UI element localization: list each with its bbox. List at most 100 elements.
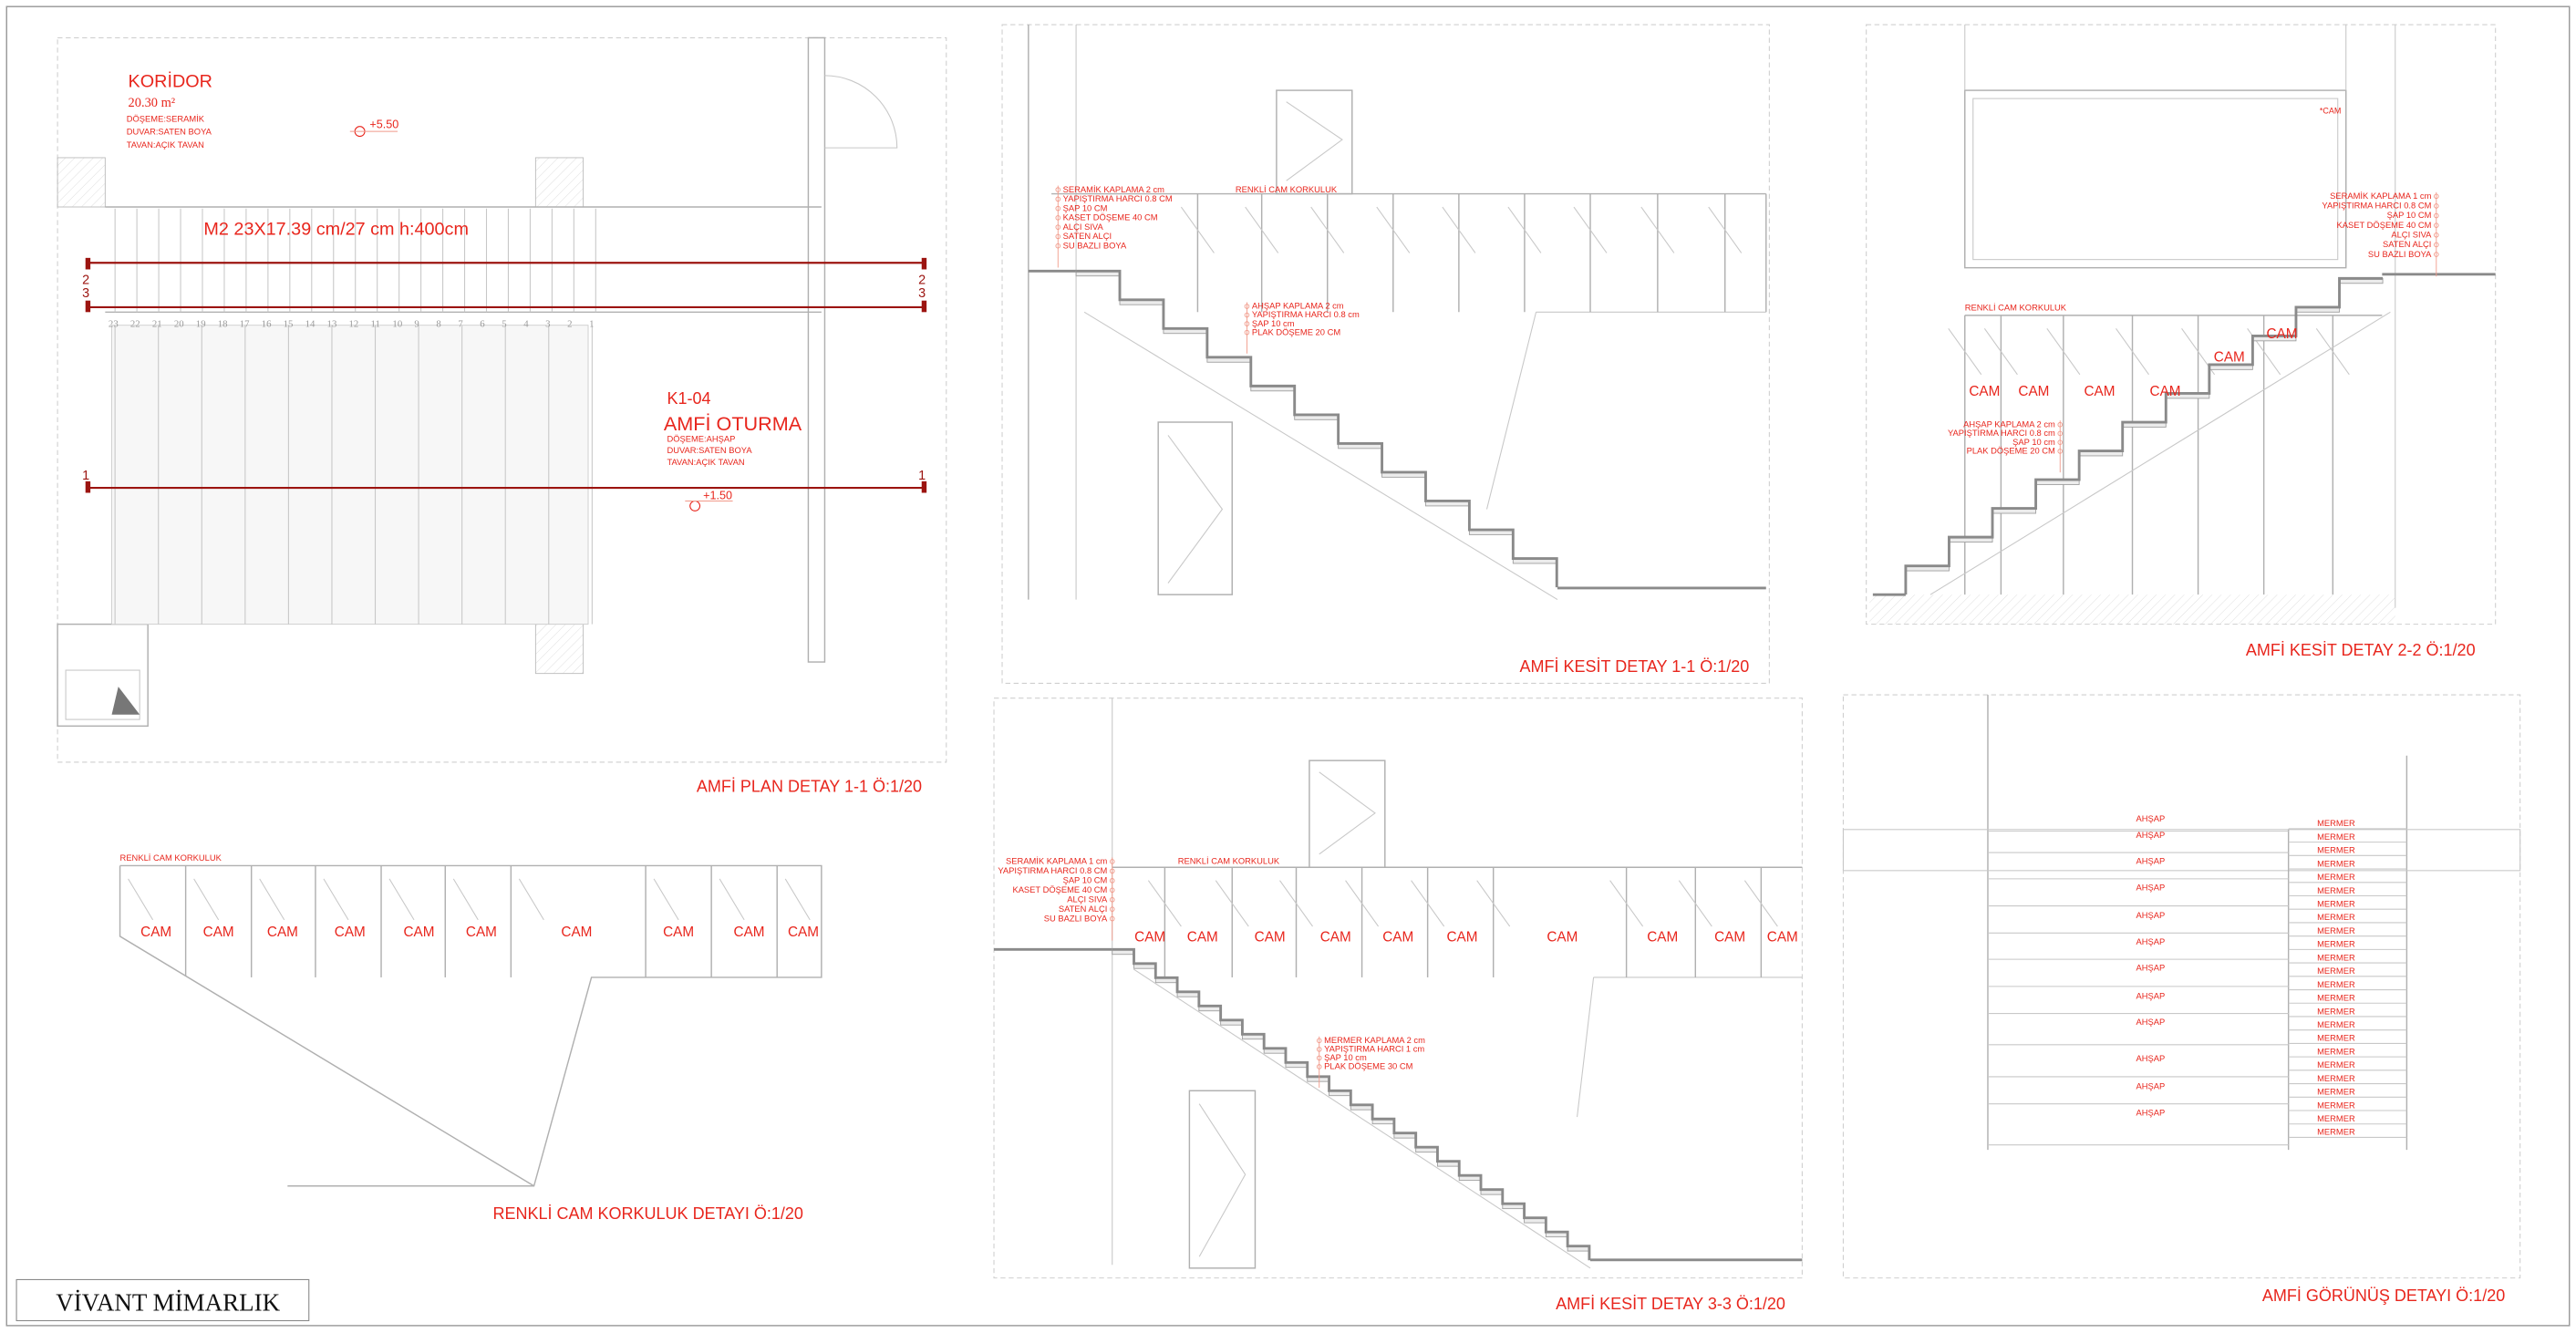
column (534, 624, 585, 675)
leader-dot-icon (1055, 196, 1061, 202)
material-layer-label: YAPIŞTIRMA HARCI 0.8 CM (998, 866, 1107, 875)
glass-reflection (1310, 206, 1345, 253)
material-layer-label: KASET DÖŞEME 40 CM (2337, 221, 2432, 230)
glass-reflection (653, 878, 679, 921)
marble-riser-label: MERMER (2317, 819, 2355, 828)
leader-dot-icon (1316, 1064, 1322, 1070)
glass-panel-label: CAM (1255, 929, 1286, 945)
wood-tread-label: AHŞAP (2136, 883, 2165, 892)
wall-right (807, 36, 826, 663)
elevation-viewport-frame (1842, 694, 2521, 1279)
glass-panel-label: CAM (1446, 929, 1477, 945)
material-layer-label: ŞAP 10 CM (1063, 876, 1108, 885)
glass-panel-label: CAM (466, 925, 497, 940)
wall-box (65, 669, 140, 720)
glass-reflection (1411, 880, 1445, 927)
wood-tread-label: AHŞAP (2136, 937, 2165, 946)
leader-dot-icon (1244, 329, 1250, 336)
glass-reflection (259, 878, 285, 921)
marble-riser-label: MERMER (2317, 900, 2355, 909)
step-number: 4 (523, 319, 529, 330)
glass-reflection (1345, 880, 1380, 927)
marble-riser-label: MERMER (2317, 1074, 2355, 1083)
leader-dot-icon (1109, 906, 1115, 912)
step-number: 13 (327, 319, 337, 330)
glass-panel-label: CAM (267, 925, 298, 940)
glass-reflection (2046, 328, 2081, 376)
marble-riser-label: MERMER (2317, 1100, 2355, 1110)
marble-riser-label: MERMER (2317, 1020, 2355, 1029)
section-mark-3: 3 (918, 286, 926, 301)
door-swing (824, 75, 898, 149)
marble-riser-label: MERMER (2317, 926, 2355, 935)
material-layer-label: SERAMİK KAPLAMA 1 cm (2330, 191, 2432, 201)
glass-panel-label: CAM (203, 925, 234, 940)
glass-reflection (719, 878, 745, 921)
glass-panel-label: CAM (1187, 929, 1218, 945)
wood-tread-label: AHŞAP (2136, 1018, 2165, 1027)
material-layer-label: ŞAP 10 cm (1252, 319, 1295, 328)
leader-dot-icon (2434, 232, 2439, 238)
glass-reflection (1147, 880, 1182, 927)
material-layer-label: KASET DÖŞEME 40 CM (1063, 213, 1158, 222)
room-name: AMFİ OTURMA (664, 412, 802, 435)
wood-tread-label: AHŞAP (2136, 1081, 2165, 1090)
material-layer-label: YAPIŞTIRMA HARCI 0.8 CM (2322, 202, 2431, 211)
material-layer-label: PLAK DÖŞEME 20 CM (1967, 447, 2055, 456)
corridor-name: KORİDOR (129, 70, 212, 91)
marble-riser-label: MERMER (2317, 1114, 2355, 1123)
glass-reflection (1609, 880, 1644, 927)
marble-riser-label: MERMER (2317, 1128, 2355, 1137)
glass-reflection (1215, 880, 1249, 927)
wood-tread-label: AHŞAP (2136, 991, 2165, 1000)
marble-riser-label: MERMER (2317, 873, 2355, 882)
marble-riser-label: MERMER (2317, 1088, 2355, 1097)
material-layer-label: ALÇI SIVA (1063, 222, 1104, 232)
leader-dot-icon (2434, 222, 2439, 228)
glass-panel-label: CAM (335, 925, 366, 940)
marble-riser-label: MERMER (2317, 1047, 2355, 1056)
glass-reflection (1573, 206, 1608, 253)
glass-panel-label: CAM (1382, 929, 1413, 945)
section-1-1-title: AMFİ KESİT DETAY 1-1 Ö:1/20 (1520, 657, 1750, 676)
material-layer-label: SERAMİK KAPLAMA 1 cm (1006, 857, 1108, 866)
glass-reflection (128, 878, 154, 921)
material-layer-label: ŞAP 10 CM (1063, 203, 1108, 212)
wood-tread-label: AHŞAP (2136, 1054, 2165, 1063)
leader-dot-icon (2057, 430, 2064, 437)
leader-dot-icon (1316, 1038, 1322, 1044)
material-layer-label: YAPIŞTIRMA HARCI 0.8 cm (1252, 310, 1360, 319)
glass-reflection (1476, 880, 1511, 927)
railing-label: RENKLİ CAM KORKULUK (1965, 304, 2067, 313)
material-layer-label: SU BAZLI BOYA (1044, 914, 1108, 923)
leader-dot-icon (1055, 243, 1061, 249)
material-layer-label: ŞAP 10 CM (2387, 211, 2432, 220)
seating-area (111, 325, 589, 625)
corridor-ceiling: TAVAN:AÇIK TAVAN (127, 140, 204, 150)
leader-dot-icon (1055, 187, 1061, 192)
leader-dot-icon (2434, 212, 2439, 219)
wood-tread-label: AHŞAP (2136, 814, 2165, 823)
glass-panel-label: CAM (1969, 384, 2000, 399)
wood-tread-label: AHŞAP (2136, 831, 2165, 840)
marble-riser-label: MERMER (2317, 980, 2355, 989)
glass-reflection (1279, 880, 1313, 927)
wall-box (57, 623, 149, 728)
glass-panel-label: CAM (734, 925, 765, 940)
glass-reflection (1245, 206, 1279, 253)
stair-profile (1904, 276, 2384, 595)
leader-dot-icon (1109, 868, 1115, 874)
leader-dot-icon (1316, 1055, 1322, 1061)
material-layer-label: SATEN ALÇI (1059, 904, 1107, 914)
material-layer-label: YAPIŞTIRMA HARCI 0.8 CM (1063, 194, 1173, 203)
leader-dot-icon (1244, 312, 1250, 318)
glass-reflection (323, 878, 349, 921)
glass-panel-label: CAM (1714, 929, 1745, 945)
leader-dot-icon (1109, 878, 1115, 884)
wood-tread-label: AHŞAP (2136, 1108, 2165, 1117)
elevation-title: AMFİ GÖRÜNÜŞ DETAYI Ö:1/20 (2262, 1286, 2505, 1305)
step-number: 7 (458, 319, 463, 330)
